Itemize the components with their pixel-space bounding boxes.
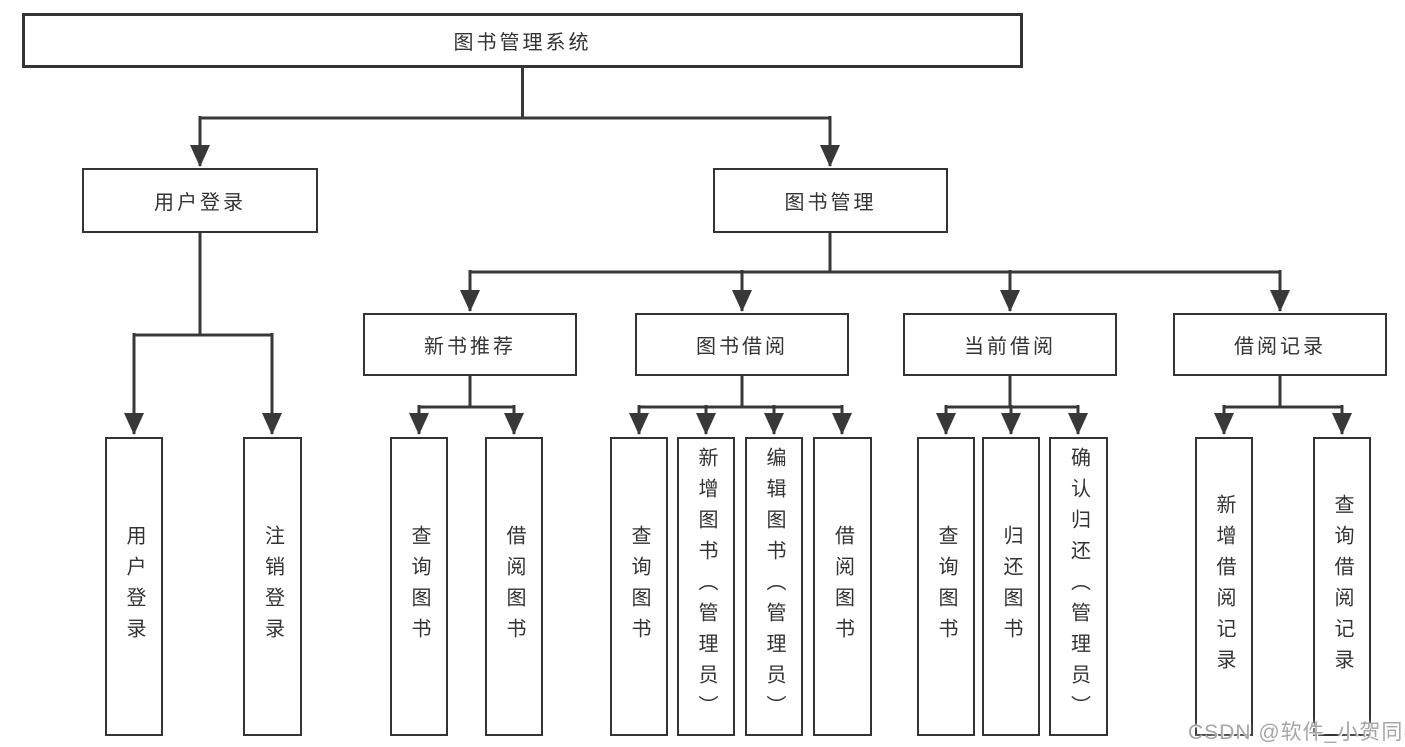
- leaf-bb-borrow-books: 借阅图书: [813, 437, 872, 736]
- leaf-bb-add-books-admin-label: 新增图书（管理员）: [695, 447, 717, 726]
- node-root-label: 图书管理系统: [453, 32, 592, 54]
- leaf-cb-confirm-return-admin-label: 确认归还（管理员）: [1067, 447, 1090, 726]
- node-book-borrow-label: 图书借阅: [696, 336, 788, 358]
- leaf-nb-borrow-books-label: 借阅图书: [503, 524, 525, 649]
- leaf-nb-query-books-label: 查询图书: [408, 524, 430, 649]
- node-book-borrow: 图书借阅: [635, 313, 849, 376]
- node-root-system: 图书管理系统: [22, 13, 1023, 68]
- leaf-br-add-record-label: 新增借阅记录: [1213, 493, 1235, 680]
- leaf-bb-edit-books-admin: 编辑图书（管理员）: [745, 437, 803, 736]
- node-current-borrow-label: 当前借阅: [964, 336, 1056, 358]
- leaf-br-query-record: 查询借阅记录: [1313, 437, 1371, 736]
- leaf-cb-query-books-label: 查询图书: [935, 524, 957, 649]
- leaf-user-login: 用户登录: [105, 437, 163, 736]
- node-book-management-label: 图书管理: [784, 192, 877, 214]
- leaf-bb-query-books-label: 查询图书: [628, 524, 650, 649]
- node-new-book-recommend: 新书推荐: [363, 313, 577, 376]
- node-user-login-label: 用户登录: [154, 192, 246, 214]
- node-book-management: 图书管理: [713, 168, 948, 233]
- leaf-user-login-label: 用户登录: [123, 524, 145, 649]
- leaf-cb-return-books-label: 归还图书: [1000, 524, 1022, 649]
- leaf-bb-query-books: 查询图书: [610, 437, 668, 736]
- leaf-cb-query-books: 查询图书: [917, 437, 975, 736]
- leaf-bb-borrow-books-label: 借阅图书: [831, 524, 854, 649]
- node-user-login: 用户登录: [82, 168, 318, 233]
- leaf-nb-borrow-books: 借阅图书: [485, 437, 543, 736]
- leaf-cb-confirm-return-admin: 确认归还（管理员）: [1049, 437, 1108, 736]
- node-new-book-recommend-label: 新书推荐: [424, 336, 516, 358]
- leaf-br-query-record-label: 查询借阅记录: [1331, 493, 1353, 680]
- leaf-nb-query-books: 查询图书: [390, 437, 448, 736]
- leaf-logout-login: 注销登录: [243, 437, 302, 736]
- node-current-borrow: 当前借阅: [903, 313, 1117, 376]
- node-borrow-records-label: 借阅记录: [1234, 336, 1326, 358]
- leaf-logout-login-label: 注销登录: [261, 524, 284, 649]
- leaf-bb-add-books-admin: 新增图书（管理员）: [677, 437, 735, 736]
- csdn-watermark: CSDN @软件_小贺同学: [1188, 721, 1405, 744]
- leaf-bb-edit-books-admin-label: 编辑图书（管理员）: [763, 447, 785, 726]
- node-borrow-records: 借阅记录: [1173, 313, 1387, 376]
- leaf-br-add-record: 新增借阅记录: [1195, 437, 1253, 736]
- leaf-cb-return-books: 归还图书: [982, 437, 1040, 736]
